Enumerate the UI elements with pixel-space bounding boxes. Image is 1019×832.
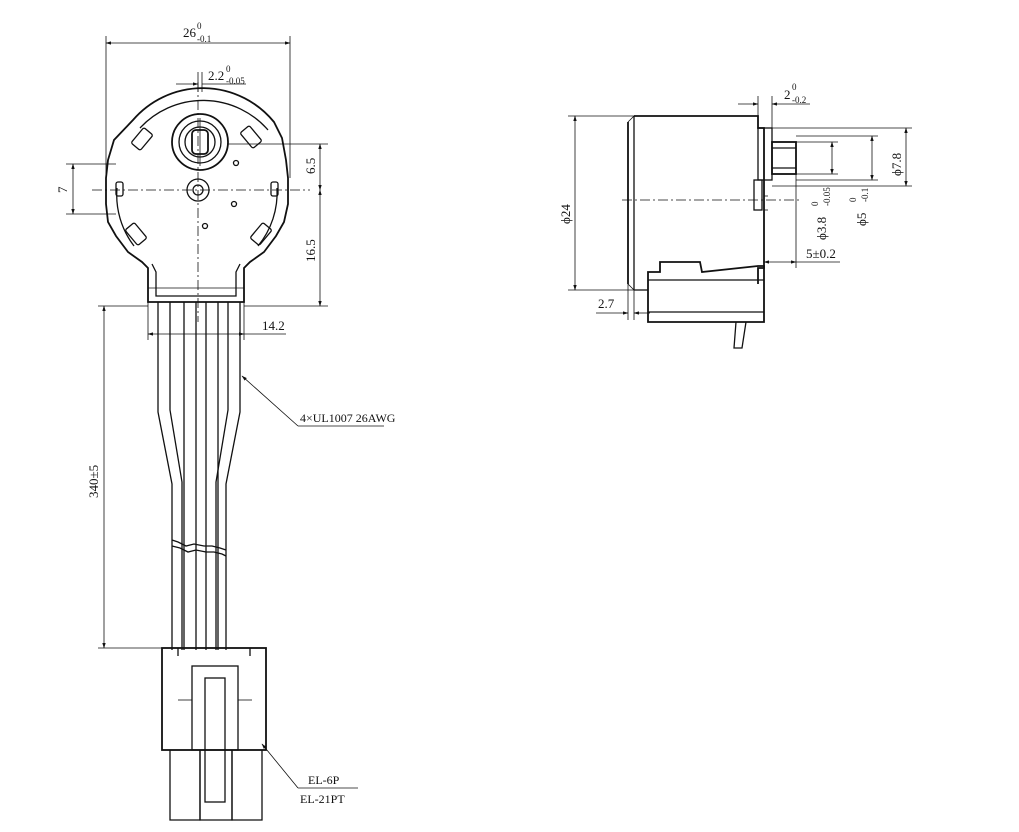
dim-dia-5-sup: 0 — [848, 197, 858, 202]
dim-height-16-5: 16.5 — [244, 189, 328, 307]
dim-width-14-2-text: 14.2 — [262, 318, 285, 333]
callout-wire-text: 4×UL1007 26AWG — [300, 411, 396, 425]
dim-width-26: 26 0 -0.1 — [105, 21, 291, 178]
dim-length-5: 5±0.2 — [763, 174, 840, 268]
center-lines — [92, 82, 310, 322]
center-boss — [186, 159, 240, 230]
dim-dia-3-8-sup: 0 — [810, 201, 820, 206]
dim-top-2-sup: 0 — [792, 82, 797, 92]
dim-dia-7-8: ϕ7.8 — [772, 127, 912, 187]
callout-wire-spec: 4×UL1007 26AWG — [241, 375, 396, 427]
dim-width-sup: 0 — [197, 21, 202, 31]
dim-shaft-offset-sub: -0.05 — [226, 76, 245, 86]
dim-top-2: 2 0 -0.2 — [738, 82, 810, 128]
mounting-slots — [115, 125, 279, 246]
dim-shaft-offset-sup: 0 — [226, 64, 231, 74]
dim-dia-24-text: ϕ24 — [558, 204, 573, 224]
dim-height-7: 7 — [55, 163, 116, 215]
dim-top-2-sub: -0.2 — [792, 95, 806, 105]
connector — [161, 647, 267, 821]
dim-dia-5-sub: -0.1 — [860, 188, 870, 202]
dim-length-2-7: 2.7 — [596, 284, 650, 320]
dim-shaft-offset: 2.2 0 -0.05 — [176, 64, 246, 92]
dim-dia-7-8-text: ϕ7.8 — [889, 153, 904, 176]
lead-wires — [157, 302, 241, 650]
callout-connector-spec: EL-6P EL-21PT — [261, 743, 358, 806]
dim-length-2-7-text: 2.7 — [598, 296, 615, 311]
dim-dia-5-text: ϕ5 — [854, 213, 869, 226]
dim-dia-3-8-sub: -0.05 — [822, 187, 832, 206]
dim-dia-5: ϕ5 0 -0.1 — [796, 135, 878, 226]
dim-dia-24: ϕ24 — [558, 115, 634, 291]
output-shaft — [171, 113, 229, 171]
dim-dia-3-8-text: ϕ3.8 — [814, 217, 829, 240]
side-wire-exit — [647, 261, 765, 349]
dim-top-2-text: 2 — [784, 87, 791, 102]
front-view: 26 0 -0.1 2.2 0 -0.05 7 6.5 — [55, 21, 396, 821]
dim-length-340-text: 340±5 — [86, 465, 101, 498]
dim-height-7-text: 7 — [55, 186, 70, 193]
motor-body-outline — [105, 87, 289, 312]
dim-width-14-2: 14.2 — [147, 312, 286, 340]
callout-connector-text-1: EL-6P — [308, 773, 340, 787]
dim-dia-3-8: ϕ3.8 0 -0.05 — [796, 141, 838, 240]
dim-width-text: 26 — [183, 25, 197, 40]
dim-length-340: 340±5 — [86, 305, 162, 649]
dim-length-5-text: 5±0.2 — [806, 246, 836, 261]
side-view: ϕ24 2 0 -0.2 ϕ7.8 ϕ3.8 0 -0.05 — [558, 82, 912, 349]
dim-height-6-5: 6.5 — [228, 143, 328, 191]
dim-height-16-5-text: 16.5 — [303, 239, 318, 262]
callout-connector-text-2: EL-21PT — [300, 792, 345, 806]
dim-width-sub: -0.1 — [197, 34, 211, 44]
dim-shaft-offset-text: 2.2 — [208, 68, 224, 83]
side-shaft — [771, 141, 797, 175]
dim-height-6-5-text: 6.5 — [303, 158, 318, 174]
